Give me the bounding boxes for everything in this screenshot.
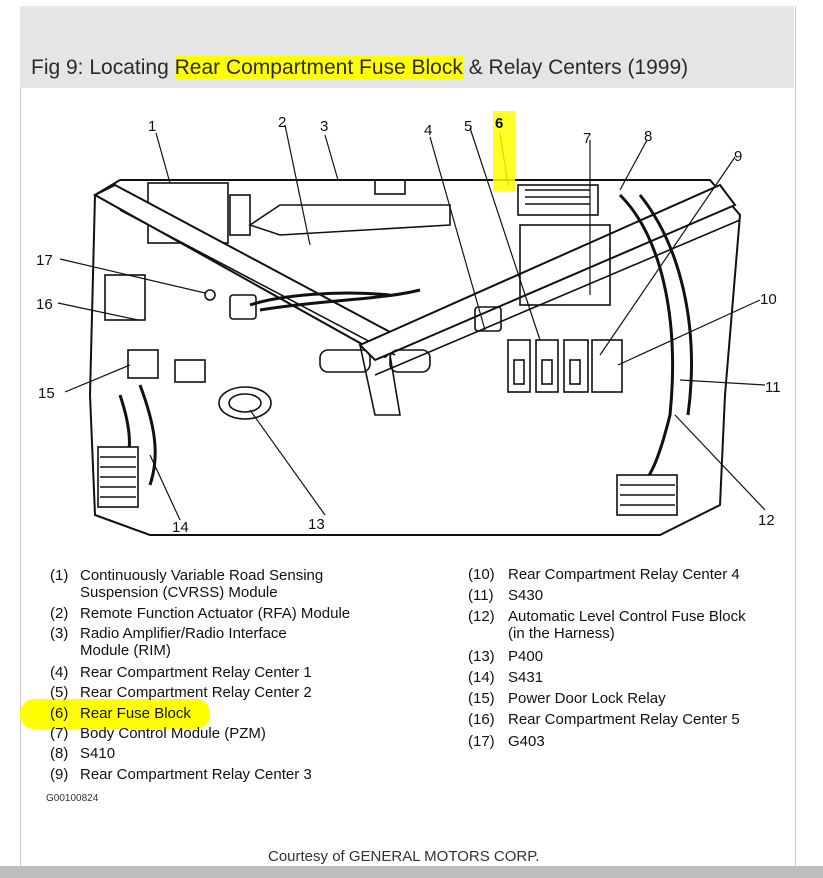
figure-title: Fig 9: Locating Rear Compartment Fuse Bl… — [31, 56, 688, 80]
bottom-scroll-bar — [0, 866, 823, 878]
callout-14: 14 — [172, 519, 189, 536]
callout-12: 12 — [758, 512, 775, 529]
component-diagram: 1 2 3 4 5 6 7 8 9 10 11 12 13 14 15 16 1… — [36, 111, 781, 536]
callout-7: 7 — [583, 130, 591, 147]
callout-8: 8 — [644, 128, 652, 145]
callout-6-highlight — [493, 111, 515, 191]
legend-item-5: (5)Rear Compartment Relay Center 2 — [50, 684, 312, 701]
legend-item-6: (6)Rear Fuse Block — [50, 705, 191, 722]
callout-9: 9 — [734, 148, 742, 165]
legend-item-9: (9)Rear Compartment Relay Center 3 — [50, 766, 312, 783]
callout-3: 3 — [320, 118, 328, 135]
callout-5: 5 — [464, 118, 472, 135]
legend-item-8: (8)S410 — [50, 745, 116, 762]
legend-highlight — [20, 699, 210, 729]
legend-item-10: (10)Rear Compartment Relay Center 4 — [468, 566, 740, 583]
callout-10: 10 — [760, 291, 777, 308]
figure-code: G00100824 — [46, 793, 99, 804]
legend-item-12: (12)Automatic Level Control Fuse Block(i… — [468, 608, 746, 642]
callout-1: 1 — [148, 118, 156, 135]
callout-11: 11 — [765, 379, 781, 396]
legend-item-4: (4)Rear Compartment Relay Center 1 — [50, 664, 312, 681]
legend-item-16: (16)Rear Compartment Relay Center 5 — [468, 711, 740, 728]
legend-item-11: (11)S430 — [468, 587, 544, 604]
callout-4: 4 — [424, 122, 432, 139]
legend-item-15: (15)Power Door Lock Relay — [468, 690, 666, 707]
callout-13: 13 — [308, 516, 325, 533]
legend-item-13: (13)P400 — [468, 648, 544, 665]
credit-line: Courtesy of GENERAL MOTORS CORP. — [268, 848, 540, 865]
callout-2: 2 — [278, 114, 286, 131]
callout-16: 16 — [36, 296, 53, 313]
callout-6: 6 — [495, 115, 503, 132]
legend-item-2: (2)Remote Function Actuator (RFA) Module — [50, 605, 351, 622]
callout-17: 17 — [36, 252, 53, 269]
title-highlight: Rear Compartment Fuse Block — [174, 56, 463, 79]
legend-item-7: (7)Body Control Module (PZM) — [50, 725, 266, 742]
callout-15: 15 — [38, 385, 55, 402]
legend-item-14: (14)S431 — [468, 669, 544, 686]
legend-item-17: (17)G403 — [468, 733, 545, 750]
title-suffix: & Relay Centers (1999) — [462, 56, 689, 79]
title-prefix: Fig 9: Locating — [31, 56, 175, 79]
